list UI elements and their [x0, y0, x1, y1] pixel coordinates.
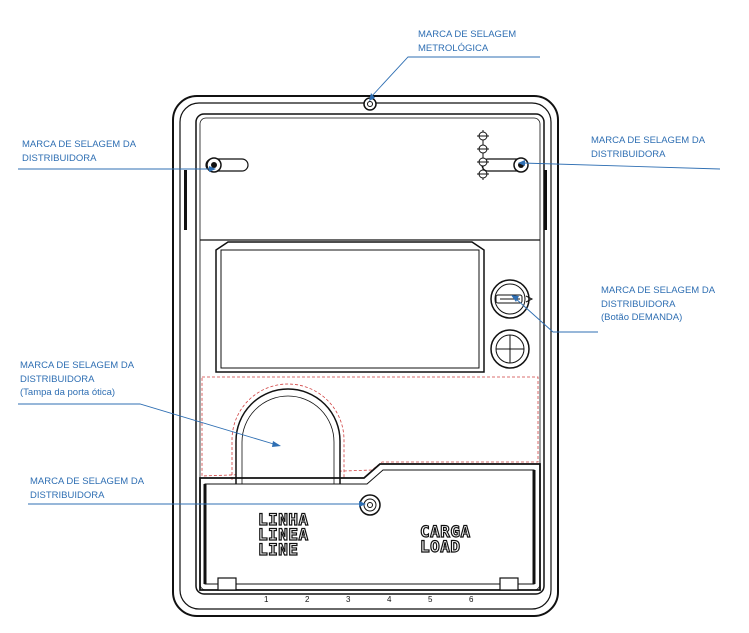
- label-optical-port-seal: MARCA DE SELAGEM DA DISTRIBUIDORA (Tampa…: [20, 360, 135, 398]
- optical-port-area: [201, 376, 539, 484]
- label-right-top-seal: MARCA DE SELAGEM DA DISTRIBUIDORA: [591, 135, 706, 160]
- meter-outer-frame: [172, 95, 559, 617]
- terminal-numbers: 1 2 3 4 5 6: [264, 595, 474, 604]
- label-metrological-seal: MARCA DE SELAGEM METROLÓGICA: [418, 29, 517, 54]
- leader-right-top: [521, 162, 721, 170]
- load-label-en: LOAD: [419, 537, 461, 556]
- label-left-top-seal: MARCA DE SELAGEM DA DISTRIBUIDORA: [22, 139, 137, 164]
- led-indicators: [477, 130, 489, 180]
- terminal-number-1: 1: [264, 595, 269, 604]
- label-demand-seal: MARCA DE SELAGEM DA DISTRIBUIDORA (Botão…: [601, 285, 716, 323]
- second-button: [490, 329, 530, 369]
- terminal-number-3: 3: [346, 595, 351, 604]
- leader-metrologica: [370, 56, 540, 98]
- left-top-seal: [205, 157, 249, 173]
- leader-porta-otica: [18, 403, 278, 446]
- terminal-number-4: 4: [387, 595, 392, 604]
- line-label-es: LINEA: [257, 525, 309, 544]
- meter-cover: [195, 113, 545, 595]
- line-label-pt: LINHA: [257, 510, 309, 529]
- load-terminal-label: CARGA LOAD: [419, 522, 471, 556]
- terminal-number-2: 2: [305, 595, 310, 604]
- display-window: [215, 241, 485, 373]
- label-left-bottom-seal: MARCA DE SELAGEM DA DISTRIBUIDORA: [30, 476, 145, 501]
- terminal-number-6: 6: [469, 595, 474, 604]
- leader-demanda: [514, 297, 598, 333]
- line-terminal-label: LINHA LINEA LINE: [257, 510, 309, 559]
- terminal-cover: [199, 463, 541, 591]
- leader-lines: [18, 56, 721, 505]
- leader-arrowheads: [209, 93, 525, 507]
- terminal-number-5: 5: [428, 595, 433, 604]
- load-label-pt: CARGA: [419, 522, 471, 541]
- line-label-en: LINE: [257, 540, 299, 559]
- demand-button: [490, 279, 534, 319]
- right-top-seal: [481, 157, 529, 173]
